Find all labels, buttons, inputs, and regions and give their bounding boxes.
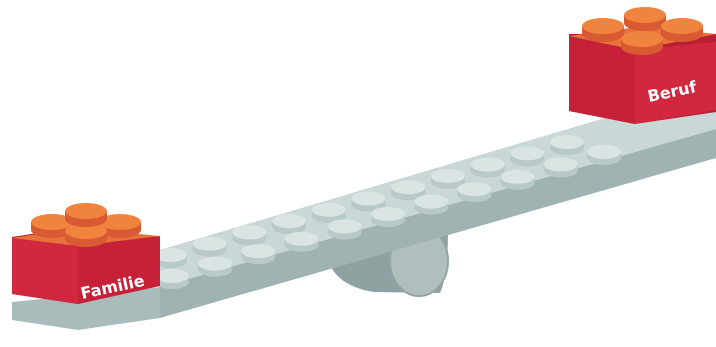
plank-stud	[198, 256, 233, 277]
stud	[582, 18, 624, 42]
plank-stud	[241, 244, 276, 265]
plank-stud	[371, 207, 405, 227]
left-brick-front-face	[78, 236, 160, 304]
plank-stud	[153, 248, 187, 268]
stud	[624, 7, 666, 31]
plank-stud	[232, 225, 267, 246]
left-brick-studs	[31, 203, 141, 247]
plank-stud	[543, 157, 578, 178]
plank-stud	[192, 236, 227, 257]
plank-stud	[414, 194, 449, 215]
plank-stud	[284, 231, 319, 252]
plank-studs	[153, 135, 621, 289]
stud	[31, 214, 73, 238]
plank-stud	[470, 157, 505, 178]
seesaw-plank	[12, 112, 716, 330]
left-brick-left-face	[12, 238, 78, 304]
plank-stud	[311, 202, 346, 223]
plank-stud	[391, 180, 426, 201]
stud	[661, 18, 703, 42]
plank-stud	[500, 169, 535, 190]
plank-stud	[587, 145, 621, 165]
plank-stud	[550, 135, 584, 155]
stud	[65, 203, 107, 227]
right-brick: Beruf	[569, 7, 716, 124]
plank-stud	[430, 168, 465, 189]
plank-left-end	[12, 287, 160, 330]
left-brick: Familie	[12, 203, 160, 304]
plank-stud	[327, 219, 362, 240]
plank-side	[160, 129, 716, 318]
plank-stud	[351, 191, 386, 212]
plank-stud	[155, 269, 189, 289]
stud	[99, 214, 141, 238]
plank-stud	[272, 214, 307, 235]
plank-stud	[457, 182, 492, 203]
stud	[65, 223, 107, 247]
right-brick-studs	[582, 7, 703, 55]
plank-stud	[510, 146, 545, 167]
right-brick-left-face	[569, 36, 635, 124]
stud	[621, 31, 663, 55]
right-brick-front-face	[635, 42, 716, 124]
